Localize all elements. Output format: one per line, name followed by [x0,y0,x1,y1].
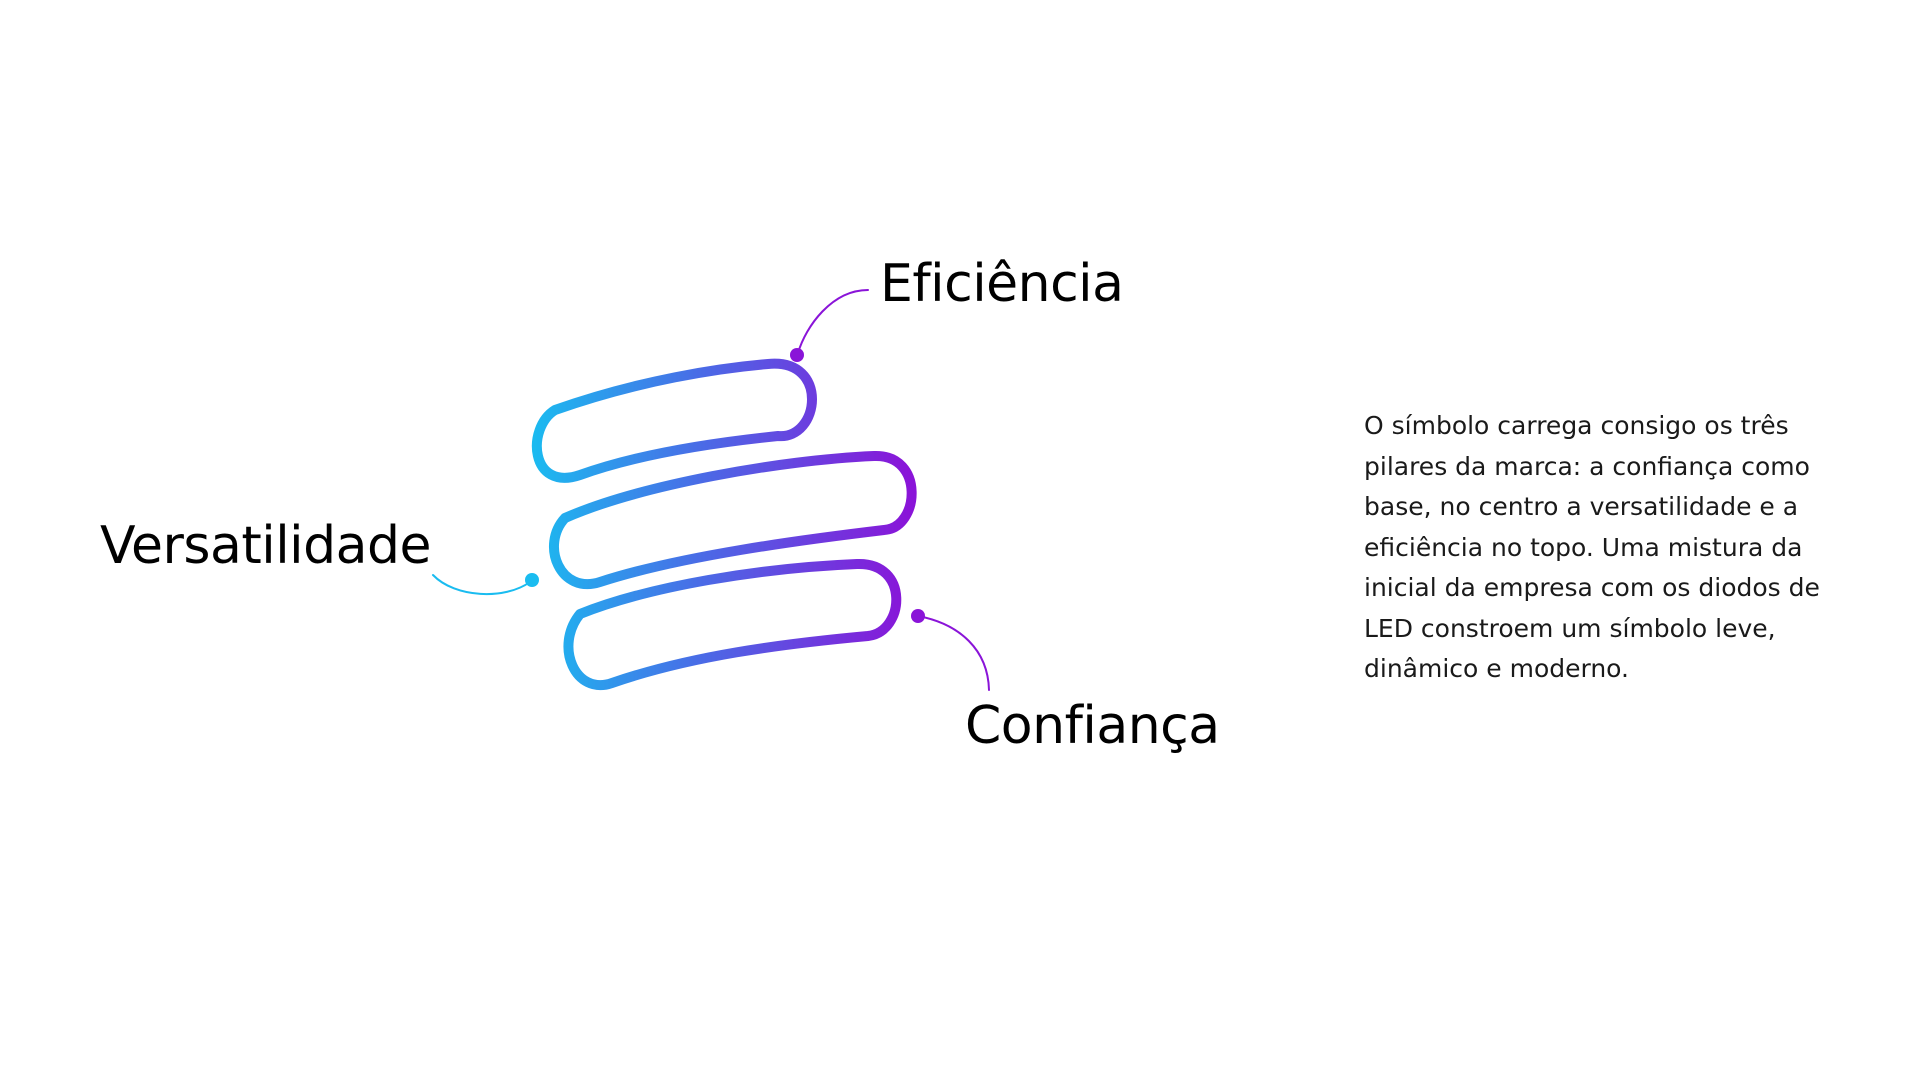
connector-dot-confianca [911,609,925,623]
description-line: base, no centro a versatilidade e a [1364,492,1799,521]
connector-dot-eficiencia [790,348,804,362]
description-paragraph: O símbolo carrega consigo os três pilare… [1364,406,1864,690]
led-loop-middle [549,450,917,589]
connector-eficiencia [797,289,869,354]
description-line: O símbolo carrega consigo os três [1364,411,1789,440]
led-loop-bottom [563,558,902,690]
connector-confianca [917,615,990,691]
led-loop-top [531,358,817,483]
description-line: inicial da empresa com os diodos de [1364,573,1820,602]
description-line: eficiência no topo. Uma mistura da [1364,532,1803,562]
pillar-label-confianca: Confiança [965,696,1220,756]
pillar-label-versatilidade: Versatilidade [100,516,431,576]
connector-versatilidade [432,574,531,596]
description-line: LED constroem um símbolo leve, [1364,613,1776,643]
description-line: pilares da marca: a confiança como [1364,451,1810,481]
pillar-label-eficiencia: Eficiência [880,254,1124,314]
connector-dot-versatilidade [525,573,539,587]
description-line: dinâmico e moderno. [1364,654,1629,683]
